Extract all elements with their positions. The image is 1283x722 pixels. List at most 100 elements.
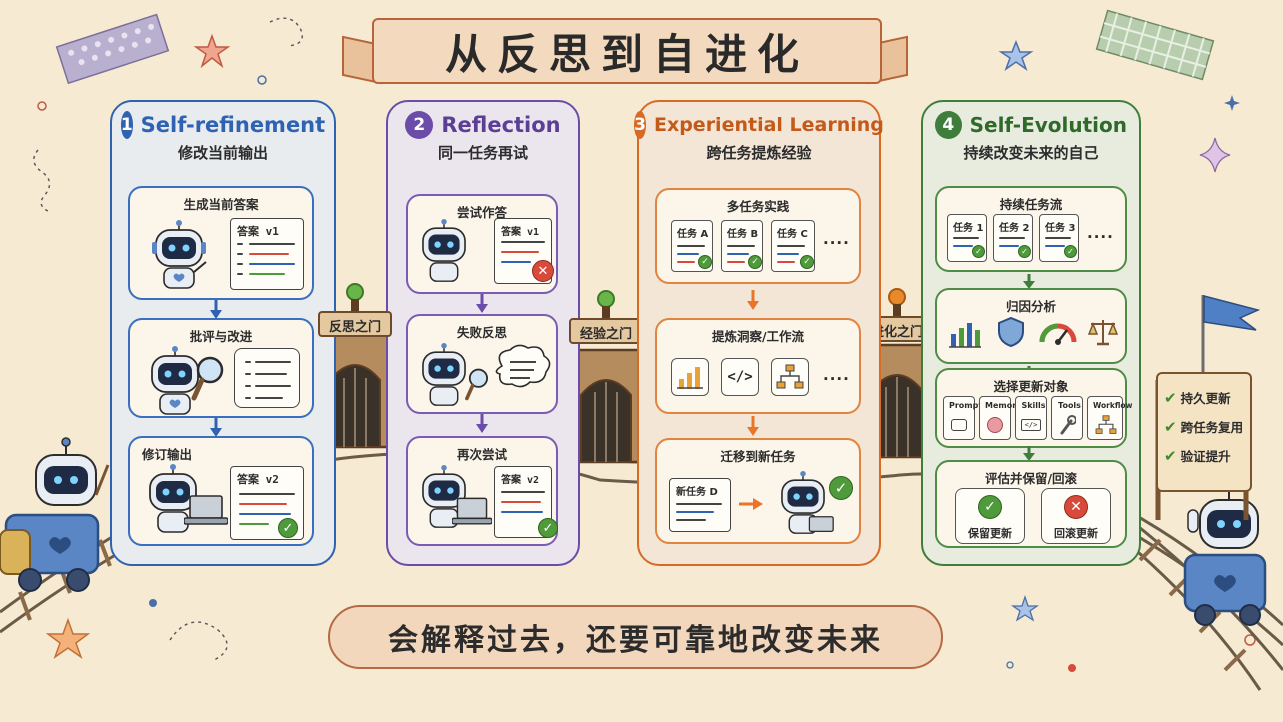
gauge-icon <box>1039 323 1077 345</box>
star-icon <box>193 33 231 69</box>
star-icon <box>1010 594 1040 622</box>
wrench-icon <box>1060 415 1076 435</box>
step-card: 多任务实践 任务 A ✓ 任务 B ✓ 任务 C ✓ <box>655 188 861 284</box>
task-card: 任务 C ✓ <box>771 220 815 272</box>
bar-chart-icon <box>949 323 981 348</box>
check-icon: ✔ <box>1164 446 1177 465</box>
flowchart-icon <box>771 358 809 396</box>
stage-title: Self-refinement <box>140 113 326 137</box>
check-icon: ✓ <box>698 255 712 269</box>
sparkle-icon <box>1224 95 1240 111</box>
check-icon: ✔ <box>1164 417 1177 436</box>
code-icon: </> <box>721 358 759 396</box>
title-banner: 从反思到自进化 <box>372 18 882 84</box>
robot-icon <box>149 464 197 533</box>
step-label: 再次尝试 <box>456 447 507 462</box>
more-dots: .... <box>823 230 850 248</box>
robot-icon <box>152 220 207 289</box>
doc-label: 答案 v1 <box>237 225 279 238</box>
board-item: ✔持久更新 <box>1164 388 1231 407</box>
task-card: 任务 1 ✓ <box>947 214 987 262</box>
rollback-update-card: ✕ 回滚更新 <box>1041 488 1111 544</box>
stage-panel-self-evolution: 4 Self-Evolution 持续改变未来的自己 持续任务流 任务 1 ✓ … <box>921 100 1141 566</box>
arrow-down-icon <box>747 290 759 310</box>
stage-number-badge: 3 <box>634 111 646 139</box>
check-icon: ✓ <box>972 245 985 258</box>
step-label: 多任务实践 <box>726 199 790 214</box>
washi-tape-right <box>1095 9 1215 81</box>
board-item: ✔跨任务复用 <box>1164 417 1244 436</box>
sparkle-icon <box>1199 137 1231 173</box>
step-card: 生成当前答案 答案 v1 <box>128 186 314 300</box>
robot-icon <box>422 219 466 282</box>
update-target-memory: Memory <box>979 396 1021 440</box>
keep-update-card: ✓ 保留更新 <box>955 488 1025 544</box>
step-card: 归因分析 <box>935 288 1127 364</box>
code-icon: </> <box>1021 419 1041 431</box>
slogan-text: 会解释过去，还要可靠地改变未来 <box>388 623 883 658</box>
critique-note <box>234 348 300 408</box>
check-icon: ✓ <box>1018 245 1031 258</box>
step-label: 修订输出 <box>142 447 193 462</box>
magnifier-icon <box>191 356 224 401</box>
step-label: 选择更新对象 <box>993 379 1069 394</box>
gate-label-reflection: 反思之门 <box>318 311 392 337</box>
arrow-down-icon <box>210 418 222 437</box>
stage-number-badge: 1 <box>120 111 133 139</box>
step-label: 失败反思 <box>456 325 507 340</box>
flowchart-icon <box>1095 415 1117 434</box>
stage-subtitle: 修改当前输出 <box>177 144 268 162</box>
step-label: 生成当前答案 <box>183 197 259 212</box>
washi-tape-left <box>55 13 170 85</box>
step-card: 持续任务流 任务 1 ✓ 任务 2 ✓ 任务 3 ✓ .... <box>935 186 1127 272</box>
update-target-tools: Tools <box>1051 396 1083 440</box>
step-card: 提炼洞察/工作流 </> .... <box>655 318 861 414</box>
step-card: 尝试作答 答案 v1 ✕ <box>406 194 558 294</box>
gate-experience <box>571 290 641 464</box>
stage-panel-experiential-learning: 3 Experiential Learning 跨任务提炼经验 多任务实践 任务… <box>634 100 884 566</box>
stage-subtitle: 同一任务再试 <box>437 144 528 162</box>
robot-train-right <box>1183 482 1267 626</box>
step-card: 再次尝试 答案 v2 ✓ <box>406 436 558 546</box>
step-card: 评估并保留/回滚 ✓ 保留更新 ✕ 回滚更新 <box>935 460 1127 548</box>
chat-icon <box>951 419 967 431</box>
task-card: 任务 A ✓ <box>671 220 713 272</box>
stage-title: Reflection <box>441 113 561 137</box>
arrow-down-icon <box>476 294 488 313</box>
new-task-doc: 新任务 D <box>669 478 731 532</box>
gate-label-experience: 经验之门 <box>569 318 643 344</box>
arrow-down-icon <box>747 416 759 436</box>
more-dots: .... <box>1087 224 1114 242</box>
thought-bubble-icon <box>495 344 551 388</box>
stage-panel-reflection: 2 Reflection 同一任务再试 尝试作答 答案 v1 ✕ 失败反思 <box>386 100 580 566</box>
more-dots: .... <box>823 366 850 384</box>
check-icon: ✔ <box>1164 388 1177 407</box>
result-signboard: ✔持久更新 ✔跨任务复用 ✔验证提升 <box>1156 372 1252 492</box>
board-item: ✔验证提升 <box>1164 446 1231 465</box>
stage-panel-self-refinement: 1 Self-refinement 修改当前输出 生成当前答案 答案 v1 <box>110 100 336 566</box>
laptop-icon <box>452 497 492 525</box>
arrow-down-icon <box>210 300 222 319</box>
slogan-banner: 会解释过去，还要可靠地改变未来 <box>328 605 943 669</box>
update-target-prompt: Prompt <box>943 396 982 440</box>
bar-chart-icon <box>671 358 709 396</box>
check-icon: ✓ <box>978 495 1002 519</box>
robot-train-left <box>0 437 110 592</box>
step-label: 提炼洞察/工作流 <box>711 329 805 344</box>
answer-doc: 答案 v1 <box>230 218 304 290</box>
stage-subtitle: 跨任务提炼经验 <box>706 144 812 162</box>
star-icon <box>45 617 91 659</box>
step-label: 归因分析 <box>1005 299 1056 314</box>
step-card: 失败反思 <box>406 314 558 414</box>
step-label: 迁移到新任务 <box>720 449 796 464</box>
doc-label: 答案 v2 <box>237 473 279 486</box>
page-title: 从反思到自进化 <box>444 29 809 79</box>
magnifier-icon <box>465 368 489 401</box>
stage-number-badge: 2 <box>405 111 434 139</box>
brain-icon <box>987 417 1003 433</box>
check-icon: ✓ <box>538 518 558 538</box>
shield-icon <box>998 316 1024 348</box>
arrow-down-icon <box>476 414 488 433</box>
